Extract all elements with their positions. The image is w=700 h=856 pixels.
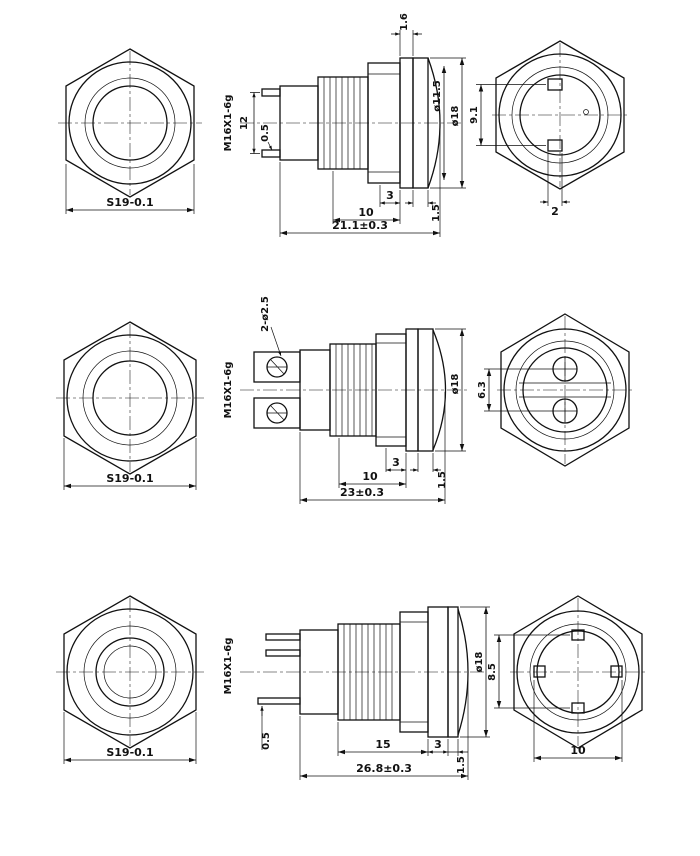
terminal-pad-top — [547, 78, 563, 91]
pin-top — [571, 629, 585, 641]
flange — [417, 328, 434, 452]
dim-pin-thickness: 0.5 — [261, 732, 272, 750]
thread-label: M16X1-6g — [223, 95, 234, 152]
dim-terminal-pitch: 6.3 — [477, 381, 488, 399]
dim-across-flats: S19-0.1 — [106, 472, 153, 485]
dim-dia-flange: ø18 — [474, 652, 485, 673]
flange — [447, 606, 459, 738]
dim-hex-thickness: 3 — [386, 189, 394, 202]
dim-pin-pitch-vertical: 8.5 — [487, 663, 498, 681]
pin-bottom — [571, 702, 585, 714]
dim-across-flats: S19-0.1 — [106, 196, 153, 209]
dome-cap — [427, 57, 441, 189]
dim-terminal-pitch: 9.1 — [469, 106, 480, 124]
dim-flange-thickness: 1.5 — [437, 471, 448, 489]
pin-right — [610, 665, 623, 678]
dim-dia-inner: ø11.5 — [432, 80, 443, 112]
flange — [412, 57, 429, 189]
dim-dia-flange: ø18 — [450, 106, 461, 127]
row3-front-view: S19-0.1 — [56, 595, 204, 764]
centerlines — [510, 598, 646, 746]
centerlines — [58, 51, 202, 195]
dim-hex-thickness: 3 — [392, 456, 400, 469]
dome-cap — [457, 608, 469, 736]
row3-rear-view: 8.5 10 — [487, 595, 646, 762]
thread-label: M16X1-6g — [223, 638, 234, 695]
pin-left — [533, 665, 546, 678]
hex-outline — [63, 321, 197, 475]
dim-pin-thickness: 0.5 — [260, 124, 271, 142]
dome-cap — [432, 329, 447, 451]
row3-side-view: M16X1-6g 0.5 ø18 15 3 1.5 26.8±0.3 — [223, 606, 490, 780]
dim-overall-length: 23±0.3 — [340, 486, 384, 499]
centerlines — [56, 324, 204, 472]
terminal-pad-bottom — [547, 139, 563, 152]
dim-dia-flange: ø18 — [450, 374, 461, 395]
row1-side-view: M16X1-6g 12 0.5 1.6 ø11.5 ø18 3 10 1.5 2… — [223, 13, 466, 237]
dim-flange-thickness: 1.5 — [431, 204, 442, 222]
hex-outline — [513, 595, 643, 749]
hex-outline — [495, 40, 625, 190]
locator-dot — [583, 109, 589, 115]
thread-label: M16X1-6g — [223, 362, 234, 419]
dim-overall-length: 21.1±0.3 — [332, 219, 388, 232]
centerlines — [497, 316, 633, 464]
dim-pin-span: 10 — [570, 744, 586, 757]
centerlines — [56, 598, 204, 746]
hex-outline — [65, 48, 195, 198]
row1-rear-view: 9.1 2 — [469, 40, 628, 218]
dim-body-length: 15 — [375, 738, 390, 751]
dim-pin-width: 2 — [551, 205, 559, 218]
dim-flange-thickness: 1.5 — [456, 756, 467, 774]
dim-pin-pitch: 12 — [239, 116, 250, 130]
row2-rear-view: 6.3 — [477, 313, 633, 467]
dim-washer-thickness: 3 — [434, 738, 442, 751]
dim-overall-length: 26.8±0.3 — [356, 762, 412, 775]
hole-note-label: 2-ø2.5 — [260, 296, 271, 332]
dim-thread-length: 10 — [362, 470, 378, 483]
hex-outline — [63, 595, 197, 749]
hex-outline — [500, 313, 630, 467]
dim-washer-width: 1.6 — [399, 13, 410, 31]
row1-front-view: S19-0.1 — [58, 48, 202, 214]
row2-side-view: 2-ø2.5 M16X1-6g ø18 3 10 1.5 23±0.3 — [223, 296, 470, 504]
centerlines — [492, 43, 628, 187]
row2-front-view: S19-0.1 — [56, 321, 204, 490]
dim-across-flats: S19-0.1 — [106, 746, 153, 759]
dim-thread-length: 10 — [358, 206, 374, 219]
